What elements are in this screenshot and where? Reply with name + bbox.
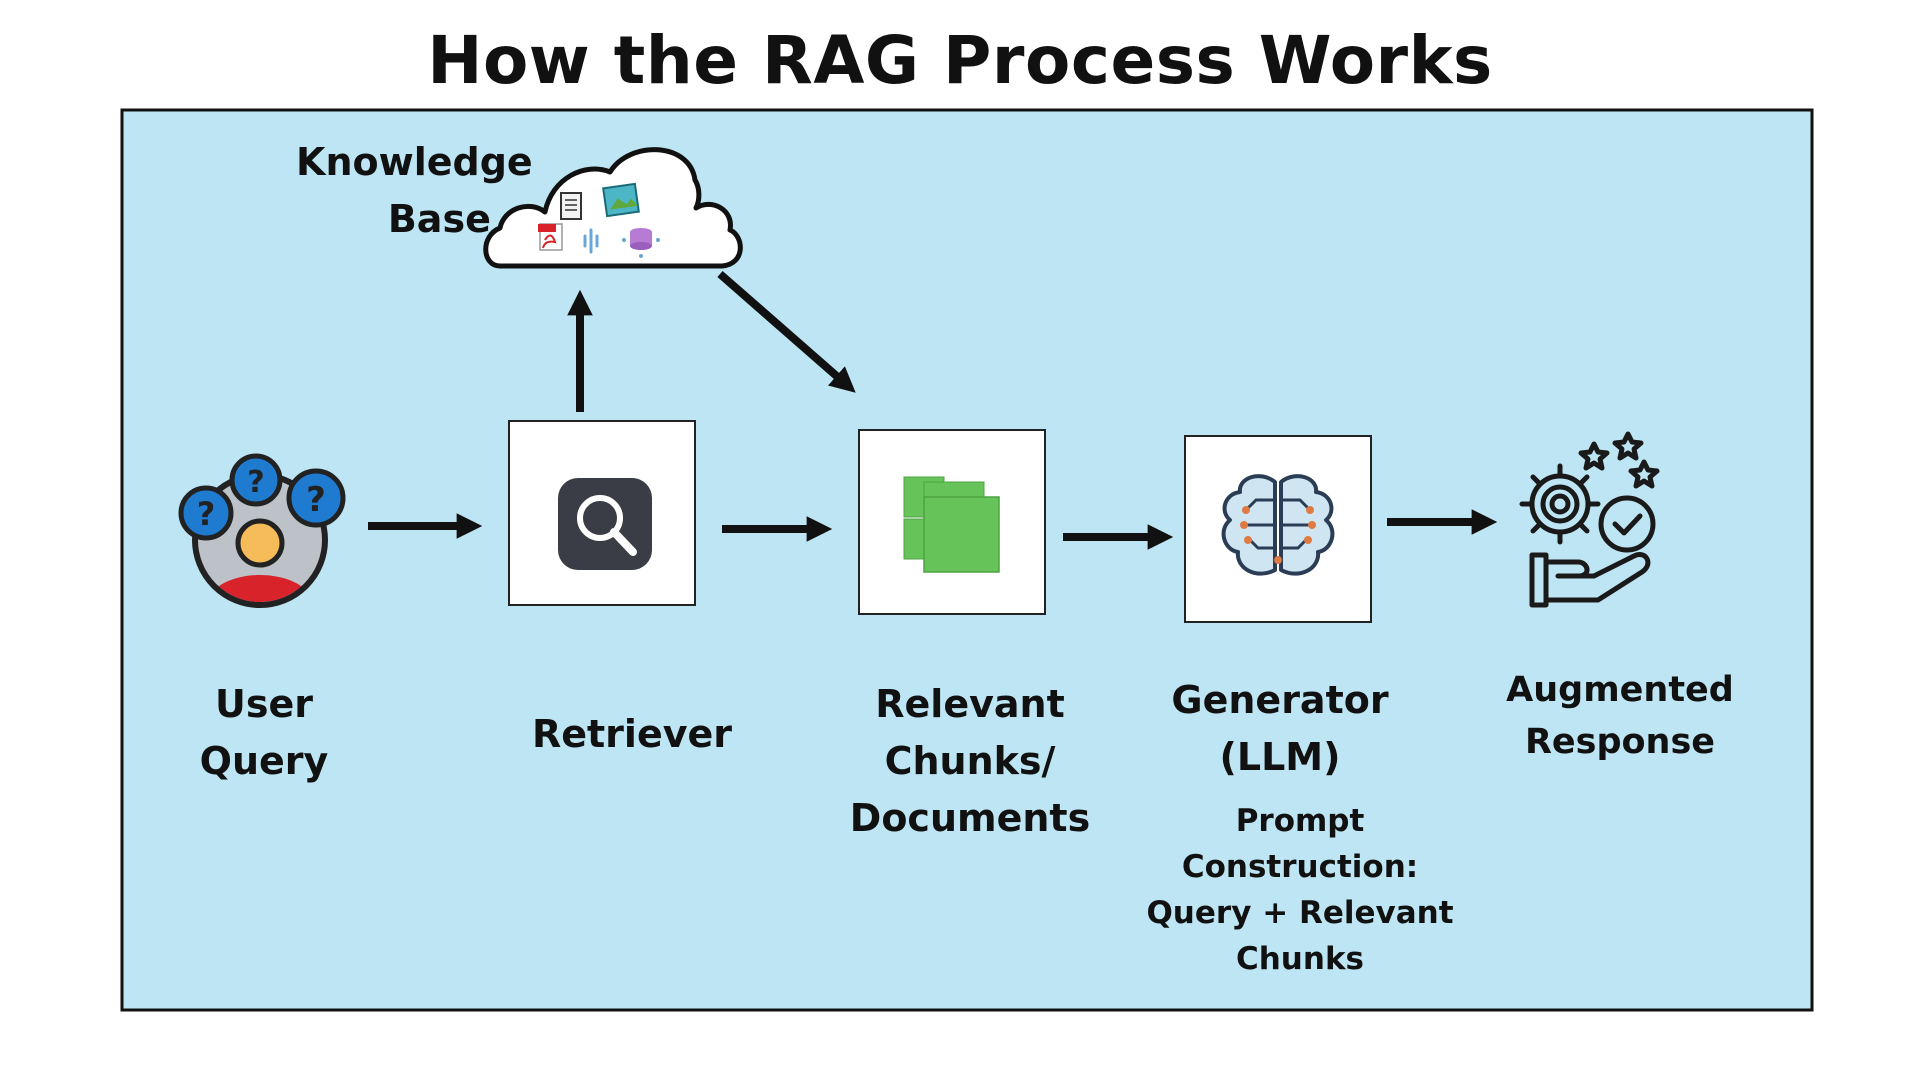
cloud-database-icon [483,147,743,269]
prompt-construction-note: Prompt Construction: Query + Relevant Ch… [1146,803,1454,977]
step-generator-label: Generator (LLM) [1171,678,1389,779]
arrow-knowledge-base-to-chunks [717,270,856,393]
step-retriever-label: Retriever [531,712,733,756]
svg-text:?: ? [247,465,264,500]
hand-gear-check-icon [1519,431,1660,608]
brain-icon [1221,474,1335,576]
documents-stack-icon [903,476,1000,573]
magnifier-icon [558,478,652,570]
flow-arrows [368,270,1498,550]
step-relevant-chunks-label: Relevant Chunks/ Documents [849,682,1091,840]
page-title: How the RAG Process Works [427,22,1493,99]
svg-text:?: ? [306,480,326,520]
step-user-query-label: User Query [199,682,329,783]
generator-box [1184,435,1372,623]
user-question-icon: ? ? ? [178,453,346,608]
step-augmented-response-label: Augmented Response [1506,670,1734,762]
knowledge-base-label: Knowledge Base [296,140,533,241]
svg-text:?: ? [197,495,216,533]
